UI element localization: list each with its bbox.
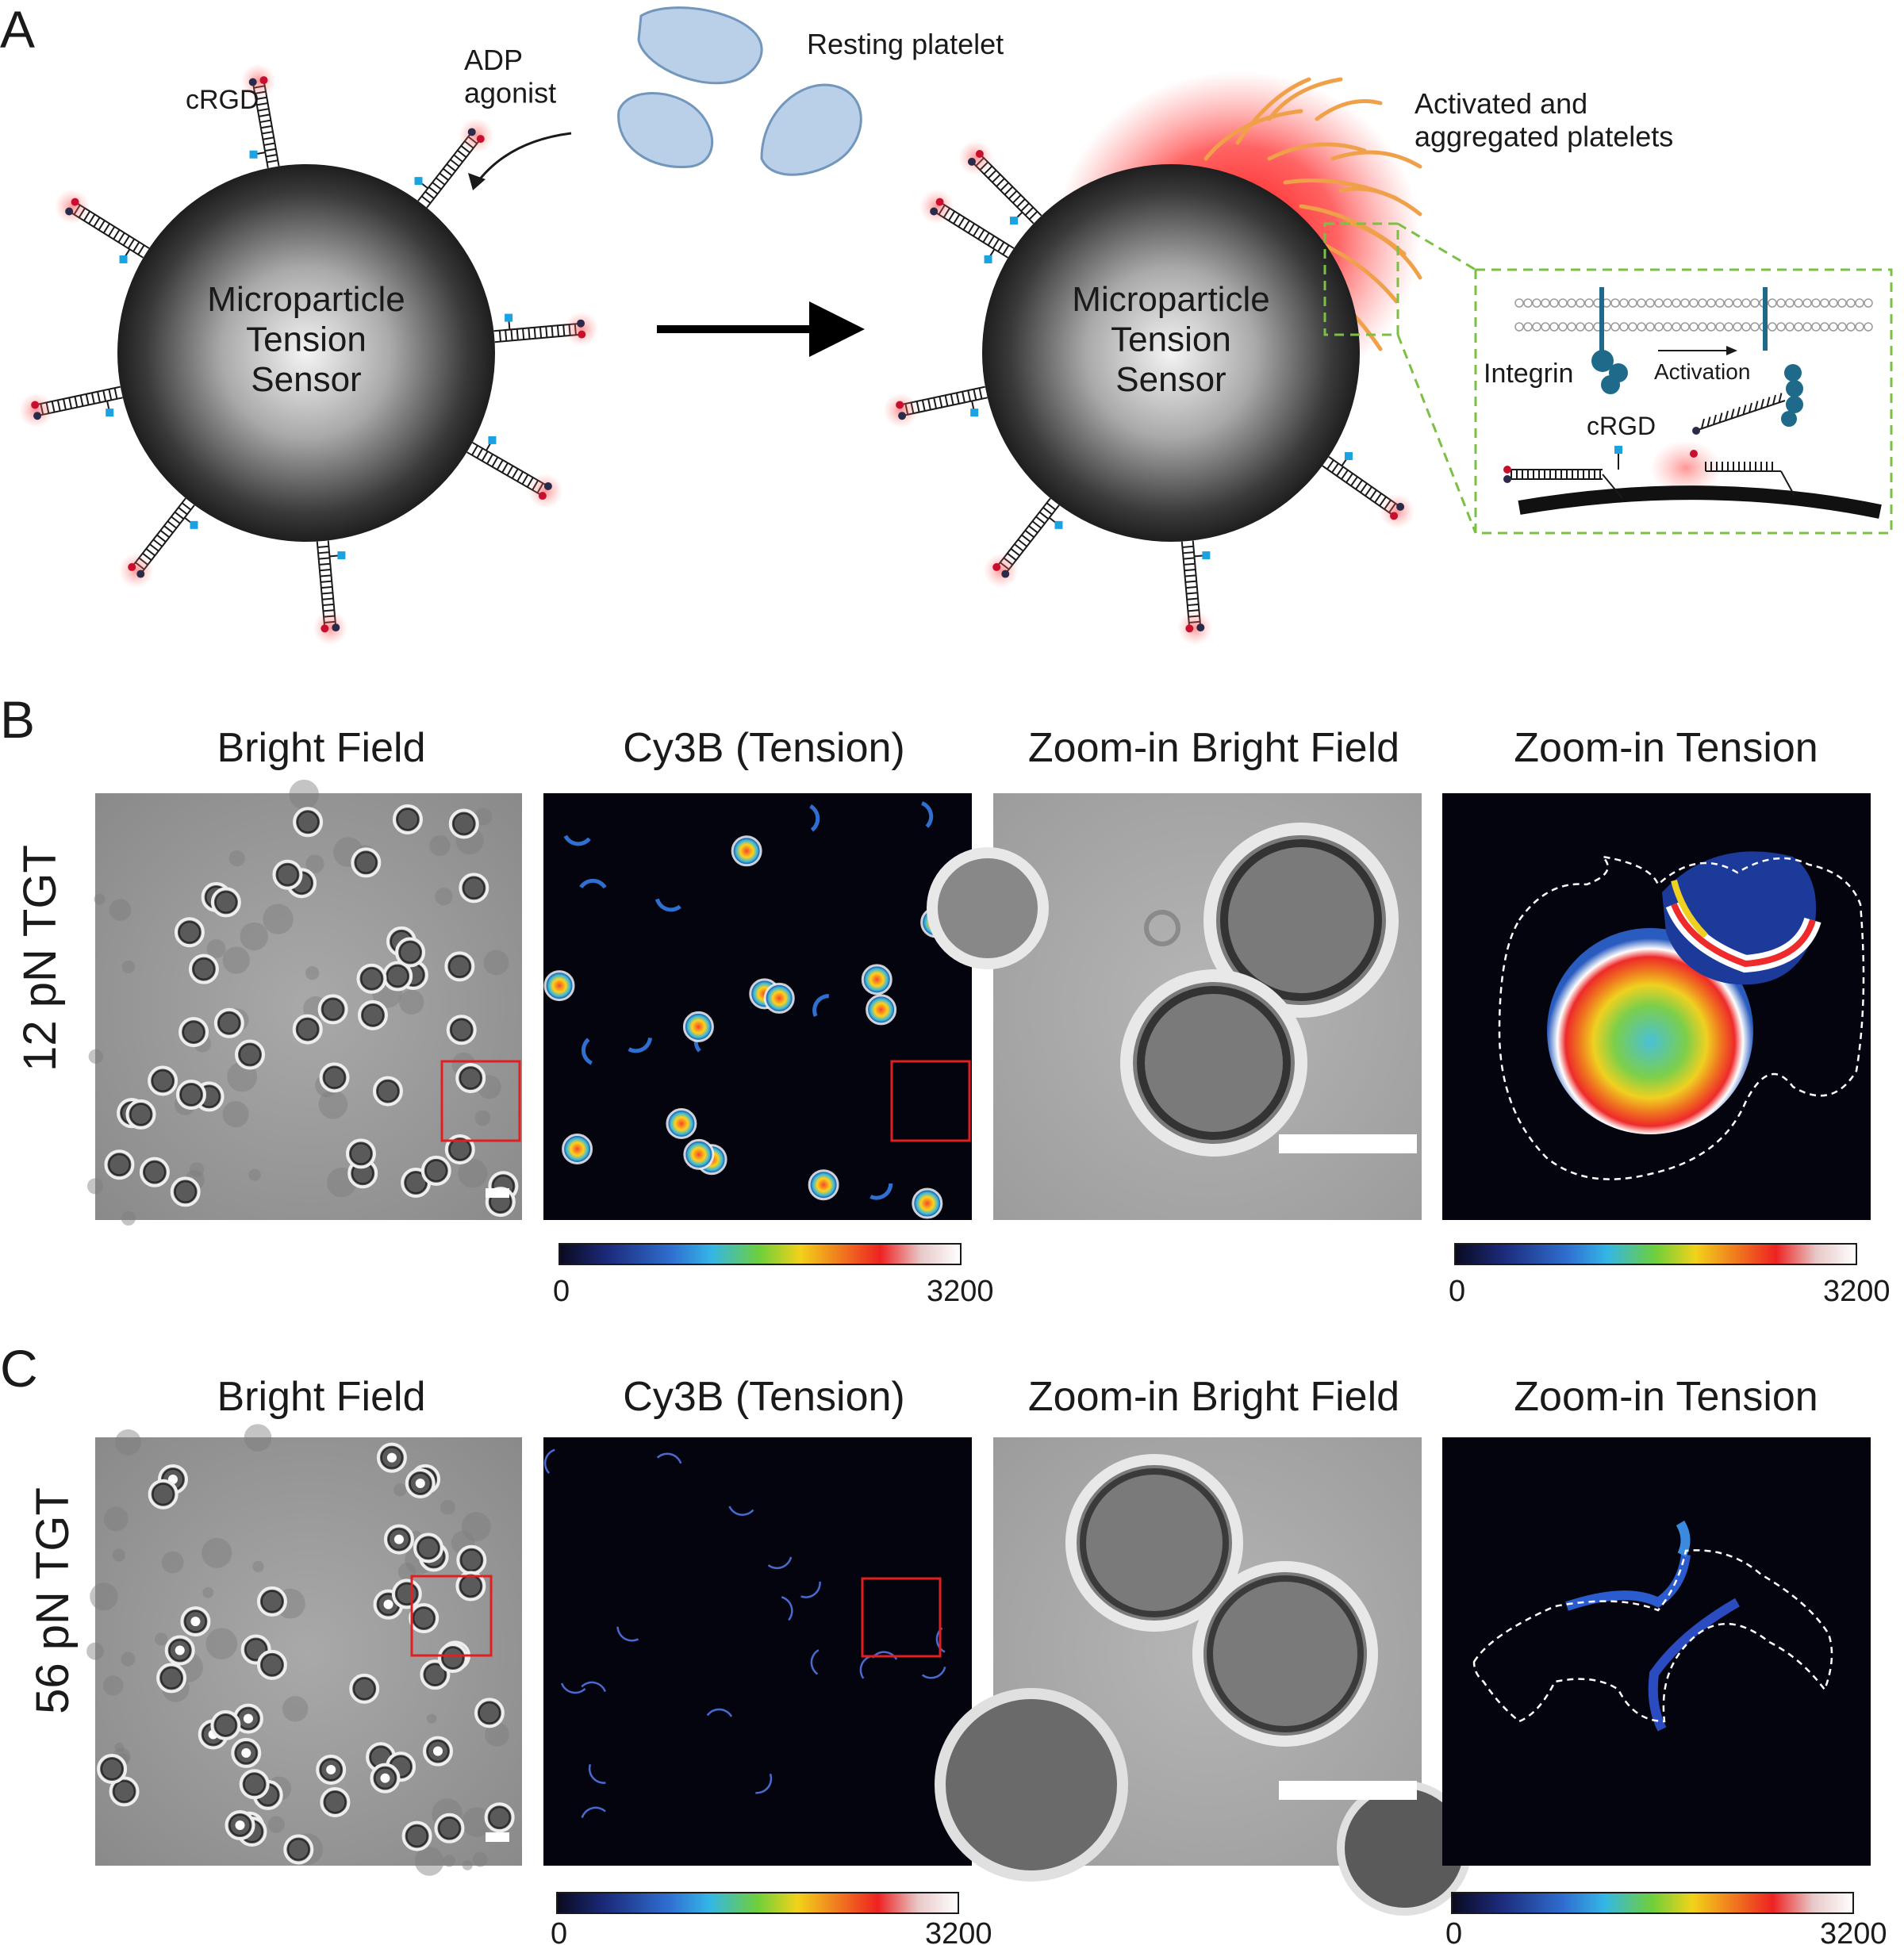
b-zoom-cell-outline: [1498, 855, 1865, 1180]
transition-arrow: [657, 301, 865, 357]
b-scale-bar: [486, 1188, 509, 1198]
left-dna-probes: [18, 63, 599, 646]
crgd-label: cRGD: [186, 85, 259, 115]
b-colorbar-1-max: 3200: [927, 1275, 994, 1308]
b-zoom-scale-bar: [1279, 1134, 1417, 1153]
b-colorbar-1-min: 0: [553, 1275, 570, 1308]
b-colorbar-1: 0 3200: [553, 1243, 994, 1308]
c-colorbar-1: 0 3200: [551, 1892, 992, 1945]
inset-zoom: Integrin Activation cRGD: [1323, 222, 1893, 535]
activated-platelets: [1203, 77, 1422, 351]
integrin-inactive: [1591, 287, 1628, 394]
column-title-b-2: Cy3B (Tension): [623, 725, 904, 771]
c-zoom-scale-bar: [1279, 1781, 1417, 1800]
c-tension-roi-box: [861, 1577, 942, 1658]
panel-b-row-label: 12 pN TGT: [14, 845, 66, 1072]
b-colorbar-2: 0 3200: [1449, 1243, 1891, 1308]
panel-c-row-label: 56 pN TGT: [27, 1487, 79, 1714]
right-dna-probes: [883, 140, 1415, 646]
c-colorbar-2-max: 3200: [1820, 1917, 1887, 1945]
panel-b-column-titles: Bright Field Cy3B (Tension) Zoom-in Bright…: [217, 725, 1818, 771]
substrate-surface: [1518, 485, 1882, 519]
b-bright-field-image: [86, 779, 522, 1226]
inset-crgd-label: cRGD: [1587, 412, 1656, 440]
column-title-c-1: Bright Field: [217, 1374, 426, 1420]
b-colorbar-2-max: 3200: [1823, 1275, 1891, 1308]
lipid-membrane: [1514, 298, 1873, 332]
c-zoom-tension-image: [1442, 1437, 1871, 1866]
integrin-label: Integrin: [1484, 359, 1573, 389]
column-title-b-4: Zoom-in Tension: [1514, 725, 1818, 771]
b-tension-roi-box: [890, 1060, 971, 1142]
c-colorbar-1-max: 3200: [925, 1917, 992, 1945]
panel-c-letter: C: [0, 1339, 38, 1398]
b-tension-image: [543, 793, 972, 1220]
activation-label: Activation: [1654, 359, 1750, 384]
integrin-active: [1763, 287, 1803, 427]
column-title-b-3: Zoom-in Bright Field: [1028, 725, 1399, 771]
panel-c-column-titles: Bright Field Cy3B (Tension) Zoom-in Bright…: [217, 1374, 1818, 1420]
agonist-arrow: [474, 132, 572, 185]
inset-dna-probes: [1503, 393, 1795, 499]
resting-platelet-label: Resting platelet: [807, 28, 1004, 60]
b-zoom-bright-field-image: [927, 793, 1422, 1220]
column-title-b-1: Bright Field: [217, 725, 426, 771]
b-colorbar-2-min: 0: [1449, 1275, 1465, 1308]
c-colorbar-2-min: 0: [1445, 1917, 1462, 1945]
c-colorbar-1-min: 0: [551, 1917, 567, 1945]
b-zoom-tension-image: [1442, 793, 1871, 1220]
c-tension-image: [543, 1437, 972, 1866]
b-roi-box: [440, 1060, 521, 1142]
resting-platelets: [617, 6, 862, 176]
c-roi-box: [410, 1575, 493, 1657]
column-title-c-3: Zoom-in Bright Field: [1028, 1374, 1399, 1420]
c-bright-field-image: [86, 1424, 522, 1876]
c-zoom-cell-outline: [1472, 1549, 1833, 1723]
column-title-c-4: Zoom-in Tension: [1514, 1374, 1818, 1420]
c-colorbar-2: 0 3200: [1445, 1892, 1887, 1945]
panel-a-letter: A: [0, 0, 35, 59]
c-zoom-bright-field-image: [935, 1437, 1472, 1916]
c-scale-bar: [486, 1832, 509, 1842]
panel-b-letter: B: [0, 690, 35, 749]
agonist-arrow-head: [468, 173, 486, 190]
column-title-c-2: Cy3B (Tension): [623, 1374, 904, 1420]
